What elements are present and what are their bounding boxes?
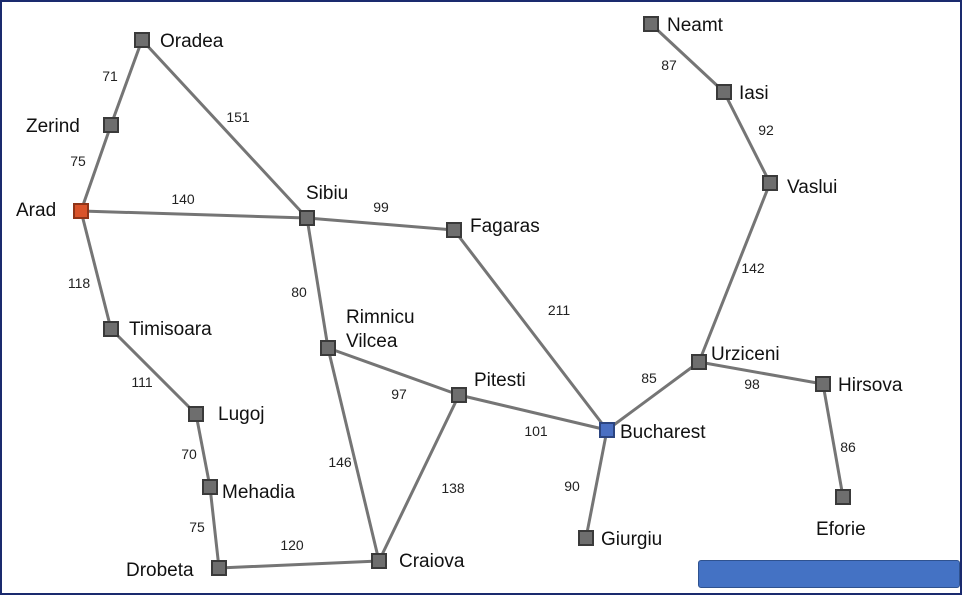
distance-label-lugoj-mehadia: 70 [181,446,197,462]
city-node-iasi[interactable] [716,84,732,100]
city-labels-layer: OradeaZerindAradTimisoaraLugojMehadiaDro… [16,15,903,581]
distance-label-timisoara-lugoj: 111 [131,374,152,390]
distance-label-pitesti-bucharest: 101 [524,423,548,439]
road-zerind-arad [79,123,113,213]
distance-label-urziceni-hirsova: 98 [744,376,760,392]
road-bucharest-urziceni [605,360,701,432]
city-label-iasi: Iasi [739,83,769,104]
distance-label-arad-timisoara: 118 [68,275,91,291]
city-label-eforie: Eforie [816,519,866,540]
distance-label-bucharest-giurgiu: 90 [564,478,580,494]
city-label-craiova: Craiova [399,551,465,572]
road-bucharest-giurgiu [584,428,609,540]
distance-label-iasi-neamt: 87 [661,57,677,73]
city-label-neamt: Neamt [667,15,724,36]
road-oradea-sibiu [140,38,309,220]
city-node-mehadia[interactable] [202,479,218,495]
city-label-fagaras: Fagaras [470,216,540,237]
distance-label-zerind-arad: 75 [70,153,86,169]
city-node-drobeta[interactable] [211,560,227,576]
city-node-bucharest[interactable] [599,422,615,438]
city-node-fagaras[interactable] [446,222,462,238]
distance-label-mehadia-drobeta: 75 [189,519,205,535]
city-label-zerind: Zerind [26,116,80,137]
city-node-eforie[interactable] [835,489,851,505]
distance-label-oradea-zerind: 71 [102,68,118,84]
distance-label-craiova-pitesti: 138 [441,480,465,496]
road-rimnicu-pitesti [326,346,461,397]
city-node-sibiu[interactable] [299,210,315,226]
city-node-oradea[interactable] [134,32,150,48]
distance-label-vaslui-iasi: 92 [758,122,774,138]
road-arad-sibiu [79,209,309,220]
road-arad-timisoara [79,209,113,331]
distance-label-arad-sibiu: 140 [171,191,195,207]
city-node-rimnicu[interactable] [320,340,336,356]
road-lugoj-mehadia [194,412,212,489]
city-label-hirsova: Hirsova [838,375,903,396]
city-node-zerind[interactable] [103,117,119,133]
city-label-sibiu: Sibiu [306,183,348,204]
distance-label-hirsova-eforie: 86 [840,439,856,455]
road-urziceni-hirsova [697,360,825,386]
city-label-mehadia: Mehadia [222,482,295,503]
roads-layer [79,22,845,570]
road-sibiu-rimnicu [305,216,330,350]
road-iasi-neamt [649,22,726,94]
city-node-lugoj[interactable] [188,406,204,422]
action-bar-button[interactable] [698,560,960,588]
city-node-pitesti[interactable] [451,387,467,403]
road-pitesti-bucharest [457,393,609,432]
distance-label-urziceni-vaslui: 142 [741,260,765,276]
city-label-bucharest: Bucharest [620,422,706,443]
city-label-pitesti: Pitesti [474,370,526,391]
city-node-timisoara[interactable] [103,321,119,337]
distance-label-rimnicu-pitesti: 97 [391,386,407,402]
distance-label-drobeta-craiova: 120 [280,537,304,553]
city-node-neamt[interactable] [643,16,659,32]
city-nodes-layer [73,16,851,576]
city-label-arad: Arad [16,200,56,221]
road-vaslui-iasi [722,90,772,185]
road-hirsova-eforie [821,382,845,499]
distance-label-rimnicu-craiova: 146 [328,454,352,470]
city-label-giurgiu: Giurgiu [601,529,662,550]
distance-label-oradea-sibiu: 151 [226,109,250,125]
road-drobeta-craiova [217,559,381,570]
distance-label-sibiu-fagaras: 99 [373,199,389,215]
distance-label-sibiu-rimnicu: 80 [291,284,307,300]
road-urziceni-vaslui [697,181,772,364]
city-node-vaslui[interactable] [762,175,778,191]
road-fagaras-bucharest [452,228,609,432]
city-label-urziceni: Urziceni [711,344,780,365]
road-craiova-pitesti [377,393,461,563]
road-timisoara-lugoj [109,327,198,416]
city-label-timisoara: Timisoara [129,319,212,340]
city-label-drobeta: Drobeta [126,560,194,581]
road-rimnicu-craiova [326,346,381,563]
city-node-arad[interactable] [73,203,89,219]
distance-label-bucharest-urziceni: 85 [641,370,657,386]
road-sibiu-fagaras [305,216,456,232]
city-node-hirsova[interactable] [815,376,831,392]
city-label-oradea: Oradea [160,31,224,52]
city-node-giurgiu[interactable] [578,530,594,546]
city-label-lugoj: Lugoj [218,404,265,425]
distance-label-fagaras-bucharest: 211 [548,302,571,318]
road-oradea-zerind [109,38,144,127]
road-mehadia-drobeta [208,485,221,570]
distance-labels-layer: 71 75 151 140 118 111 70 75 120 99 80 97 146 138 211 10… [68,57,856,553]
city-node-urziceni[interactable] [691,354,707,370]
city-label-vaslui: Vaslui [787,177,837,198]
city-node-craiova[interactable] [371,553,387,569]
